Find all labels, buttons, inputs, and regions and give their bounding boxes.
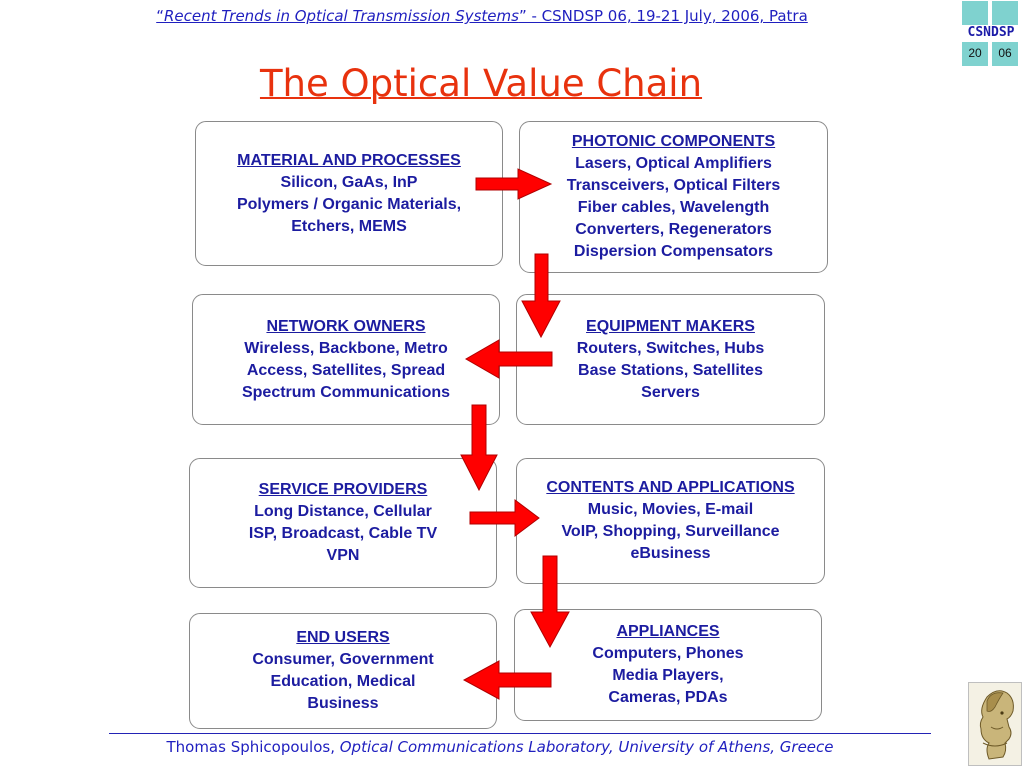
right-arrow-icon: [475, 168, 553, 200]
box-title: NETWORK OWNERS: [266, 317, 426, 335]
conference-title: Recent Trends in Optical Transmission Sy…: [164, 7, 519, 25]
material-processes-box: MATERIAL AND PROCESSES Silicon, GaAs, In…: [195, 121, 503, 266]
box-line: Consumer, Government: [252, 651, 434, 668]
equipment-makers-box: EQUIPMENT MAKERS Routers, Switches, Hubs…: [516, 294, 825, 425]
conference-header: “Recent Trends in Optical Transmission S…: [0, 7, 1024, 25]
quote-open: “: [156, 7, 164, 25]
footer: Thomas Sphicopoulos, Optical Communicati…: [0, 738, 1000, 756]
footer-divider: [109, 733, 931, 734]
athena-head-icon: [968, 682, 1022, 766]
box-line: Music, Movies, E-mail: [587, 501, 754, 518]
box-line: VPN: [326, 547, 360, 564]
box-title: APPLIANCES: [616, 623, 720, 640]
box-line: Computers, Phones: [592, 645, 744, 662]
logo-year-left: 20: [968, 46, 982, 60]
down-arrow-icon: [530, 555, 570, 649]
logo-year-right: 06: [998, 46, 1012, 60]
logo-square: [992, 1, 1018, 25]
left-arrow-icon: [462, 660, 552, 700]
contents-applications-box: CONTENTS AND APPLICATIONS Music, Movies,…: [516, 458, 825, 584]
footer-author: Thomas Sphicopoulos,: [166, 738, 340, 756]
box-line: Cameras, PDAs: [608, 689, 728, 706]
box-line: Lasers, Optical Amplifiers: [575, 155, 772, 172]
box-title: PHOTONIC COMPONENTS: [571, 133, 776, 150]
box-line: Servers: [641, 383, 700, 401]
box-line: Base Stations, Satellites: [578, 361, 763, 379]
box-line: Education, Medical: [270, 673, 416, 690]
box-line: VoIP, Shopping, Surveillance: [561, 523, 780, 540]
box-line: Business: [307, 695, 379, 712]
logo-square: [962, 1, 988, 25]
box-title: EQUIPMENT MAKERS: [586, 317, 755, 335]
logo-square: [992, 42, 1018, 66]
box-line: ISP, Broadcast, Cable TV: [248, 525, 438, 542]
end-users-box: END USERS Consumer, Government Education…: [189, 613, 497, 729]
conference-details: ” - CSNDSP 06, 19-21 July, 2006, Patra: [518, 7, 808, 25]
box-line: Fiber cables, Wavelength: [577, 199, 770, 216]
box-line: Spectrum Communications: [241, 383, 451, 401]
box-title: SERVICE PROVIDERS: [258, 481, 428, 498]
box-line: Dispersion Compensators: [573, 243, 774, 260]
box-line: Access, Satellites, Spread: [246, 361, 446, 379]
box-title: CONTENTS AND APPLICATIONS: [546, 479, 795, 496]
footer-affiliation: Optical Communications Laboratory, Unive…: [339, 738, 834, 756]
box-line: Wireless, Backbone, Metro: [244, 339, 448, 357]
down-arrow-icon: [460, 404, 498, 492]
logo-word: CSNDSP: [967, 25, 1015, 40]
box-line: Silicon, GaAs, InP: [280, 173, 418, 191]
network-owners-box: NETWORK OWNERS Wireless, Backbone, Metro…: [192, 294, 500, 425]
box-line: Converters, Regenerators: [575, 221, 772, 238]
box-line: Etchers, MEMS: [291, 217, 407, 235]
appliances-box: APPLIANCES Computers, Phones Media Playe…: [514, 609, 822, 721]
down-arrow-icon: [521, 253, 561, 339]
csndsp-logo: CSNDSP 20 06: [958, 0, 1024, 68]
box-title: END USERS: [296, 629, 390, 646]
box-line: Transceivers, Optical Filters: [566, 177, 781, 194]
page-title: The Optical Value Chain: [259, 62, 703, 105]
box-line: Long Distance, Cellular: [254, 503, 432, 520]
left-arrow-icon: [464, 339, 553, 379]
box-line: Routers, Switches, Hubs: [576, 339, 765, 357]
logo-square: [962, 42, 988, 66]
right-arrow-icon: [469, 499, 540, 537]
box-line: Media Players,: [612, 667, 724, 684]
box-line: eBusiness: [630, 545, 711, 562]
box-title: MATERIAL AND PROCESSES: [237, 151, 461, 169]
box-line: Polymers / Organic Materials,: [236, 195, 462, 213]
